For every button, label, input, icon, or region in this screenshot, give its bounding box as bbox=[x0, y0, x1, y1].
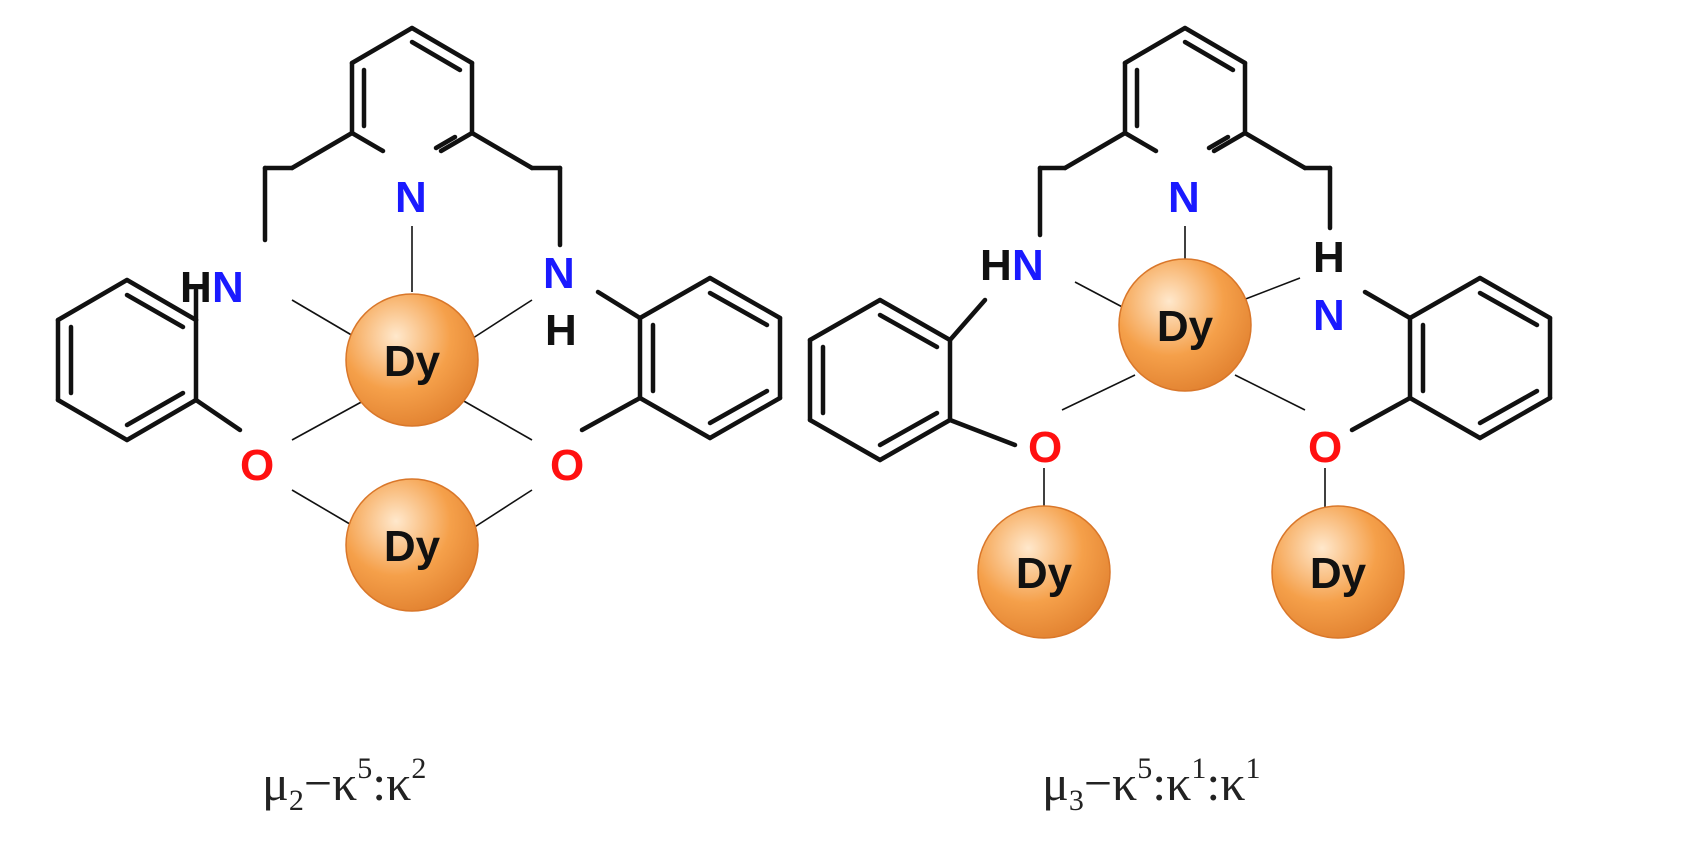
benzene-ring-left-b bbox=[807, 297, 1018, 463]
nitrogen-label: N bbox=[1012, 241, 1044, 290]
benzene-ring-right-b bbox=[1349, 275, 1553, 441]
benzene-ring-left-a bbox=[55, 277, 243, 443]
nitrogen-label: N bbox=[395, 173, 427, 222]
svg-text:Dy: Dy bbox=[384, 337, 441, 386]
coordination-bonds-left bbox=[291, 226, 533, 531]
ch2-bond bbox=[289, 130, 355, 171]
nitrogen-label: N bbox=[543, 249, 575, 298]
caption-mu3: μ3−κ5:κ1:κ1 bbox=[1042, 752, 1260, 817]
dy-atom: Dy bbox=[1271, 505, 1405, 639]
svg-text:Dy: Dy bbox=[1310, 549, 1367, 598]
hydrogen-label: H bbox=[1313, 233, 1345, 282]
svg-text:Dy: Dy bbox=[1016, 549, 1073, 598]
oxygen-label: O bbox=[550, 441, 584, 490]
oxygen-label: O bbox=[1308, 423, 1342, 472]
nitrogen-label: N bbox=[212, 263, 244, 312]
benzene-ring-right-a bbox=[579, 275, 783, 441]
dy-atom: Dy bbox=[345, 478, 479, 612]
nitrogen-label: N bbox=[1313, 291, 1345, 340]
ch2-bond bbox=[469, 130, 535, 171]
hydrogen-label: H bbox=[545, 306, 577, 355]
pyridine-ring-left bbox=[349, 25, 475, 154]
svg-text:Dy: Dy bbox=[384, 522, 441, 571]
dy-atom: Dy bbox=[345, 293, 479, 427]
structure-mu2: N H N N H O O Dy Dy μ2−κ5:κ2 bbox=[55, 25, 783, 817]
structure-mu3: N H N H N O O Dy Dy Dy μ3−κ5:κ1:κ1 bbox=[807, 25, 1553, 817]
ch2-bond bbox=[1242, 130, 1308, 171]
caption-mu2: μ2−κ5:κ2 bbox=[262, 752, 426, 817]
nitrogen-label: N bbox=[1168, 173, 1200, 222]
pyridine-ring-right bbox=[1122, 25, 1248, 154]
oxygen-label: O bbox=[240, 441, 274, 490]
dy-atom: Dy bbox=[977, 505, 1111, 639]
dy-atom: Dy bbox=[1118, 258, 1252, 392]
oxygen-label: O bbox=[1028, 423, 1062, 472]
svg-text:Dy: Dy bbox=[1157, 302, 1214, 351]
hydrogen-label: H bbox=[180, 263, 212, 312]
ch2-bond bbox=[1062, 130, 1128, 171]
hydrogen-label: H bbox=[980, 241, 1012, 290]
